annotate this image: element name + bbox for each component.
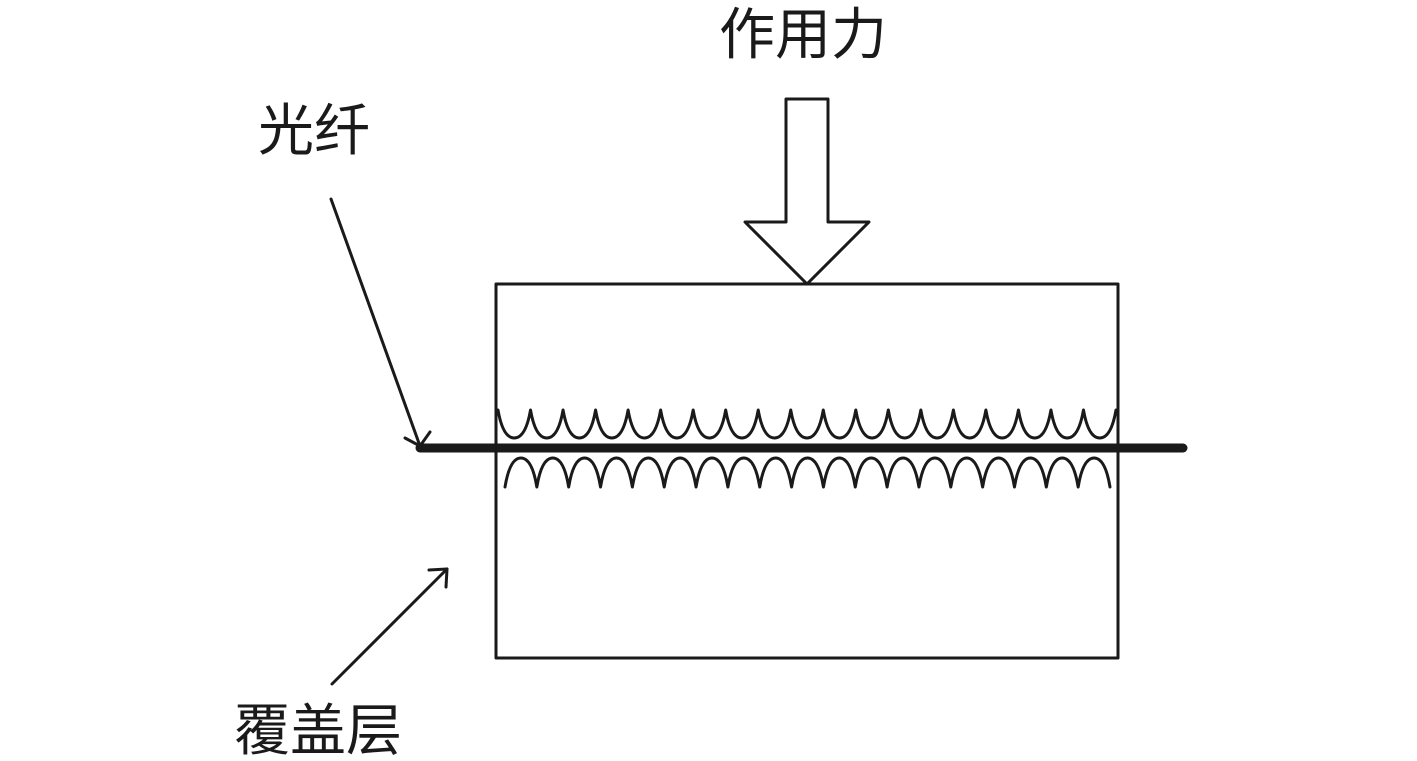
coating-pointer-arrow xyxy=(330,567,449,686)
coating-label: 覆盖层 xyxy=(234,699,402,761)
fiber-label: 光纤 xyxy=(258,99,370,164)
coating-layer-box xyxy=(494,282,1120,660)
force-label: 作用力 xyxy=(719,3,887,68)
force-arrow xyxy=(743,97,871,286)
fiber-pointer-arrow xyxy=(329,197,432,448)
upper-corrugated-plate xyxy=(496,408,1118,440)
lower-corrugated-plate xyxy=(503,456,1112,489)
